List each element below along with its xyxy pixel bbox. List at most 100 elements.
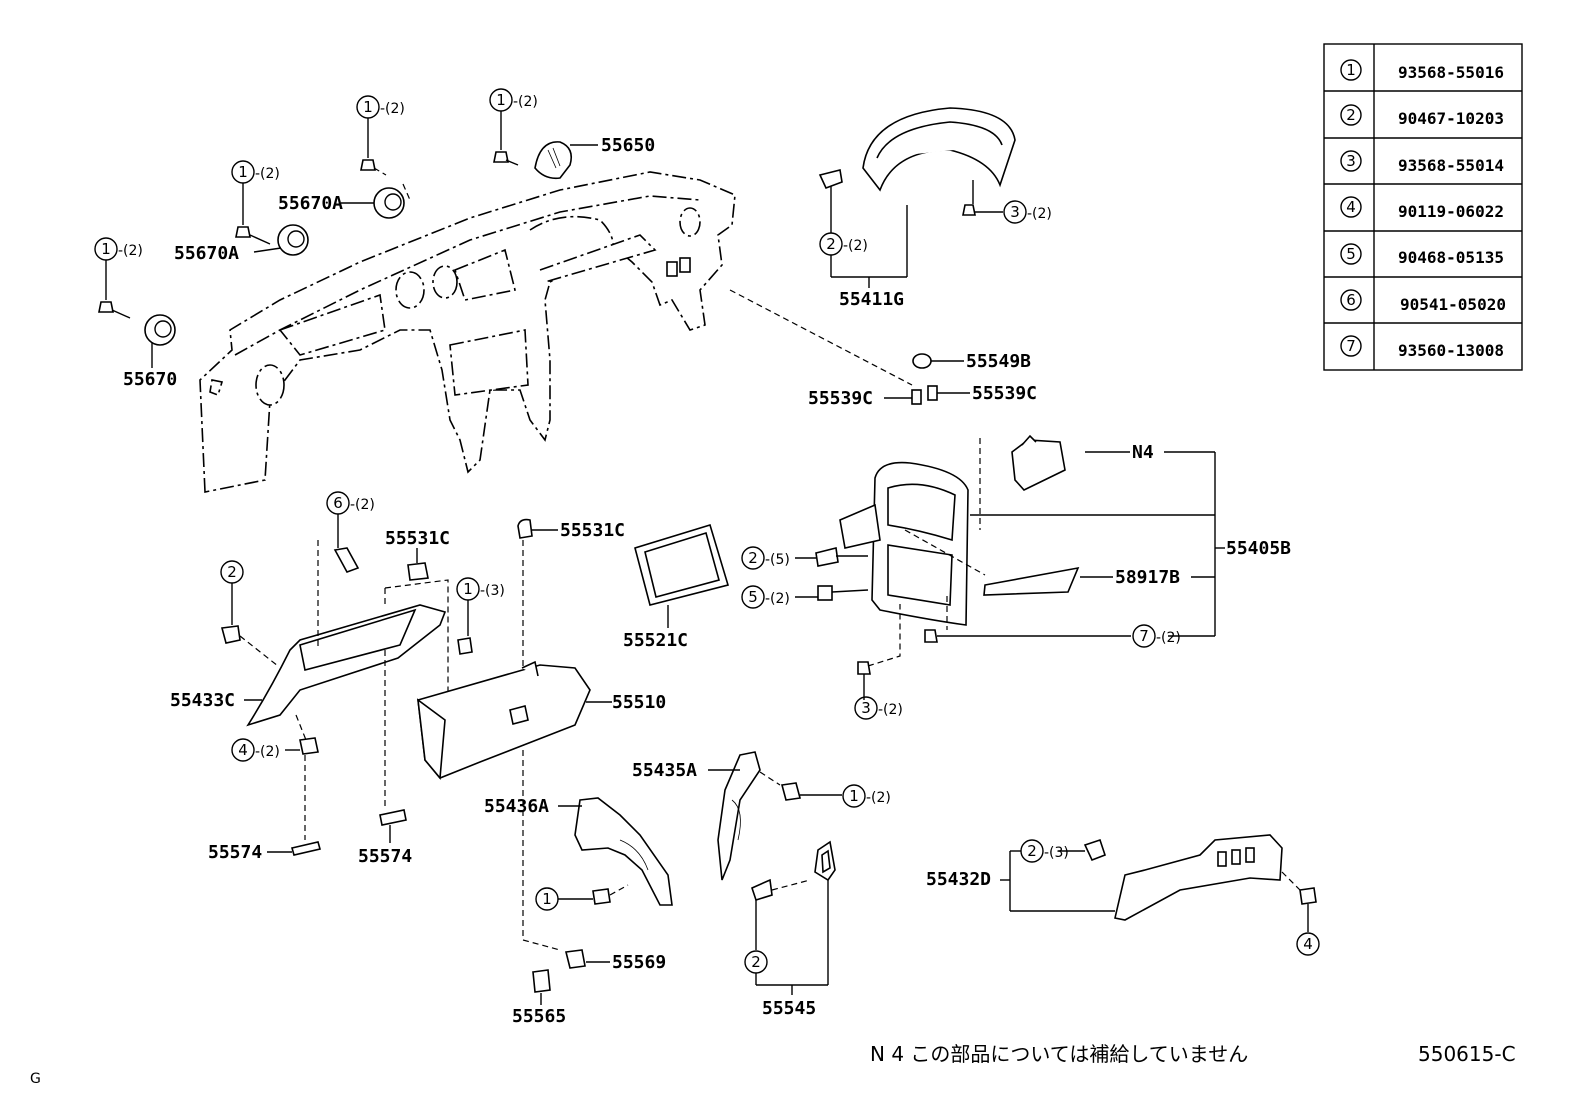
clips-55569-55565: 55569 55565 [512,949,666,1027]
qty-label: -(2) [843,238,868,254]
label-55574: 55574 [358,846,412,867]
trim-55435A: 55435A 1 -(2) [632,751,891,881]
table-row: 3 93568-55014 [1340,150,1504,175]
label-55436A: 55436A [484,796,549,817]
table-ref-number: 6 [1346,291,1356,309]
table-row: 2 90467-10203 [1340,104,1504,128]
label-55531C: 55531C [560,520,625,541]
cluster-hood-55411G: 3 -(2) 2 -(2) 55411G [818,107,1052,310]
vent-55670A-upper: 55670A 1 -(2) [278,95,411,219]
corner-mark: G [30,1071,41,1087]
qty-label: -(2) [350,497,375,513]
callout-4: 4 [238,741,248,759]
pin-55574: 55574 55574 [208,650,412,867]
label-55405B: 55405B [1226,538,1291,559]
qty-label: -(2) [878,702,903,718]
callout-1: 1 [101,240,111,258]
vent-55670: 55670 1 -(2) [94,237,177,390]
label-55549B: 55549B [966,351,1031,372]
label-55574: 55574 [208,842,262,863]
callout-1: 1 [238,163,248,181]
table-ref-number: 4 [1346,198,1356,216]
label-55432D: 55432D [926,869,991,890]
reference-table: 1 93568-55016 2 90467-10203 3 93568-5501… [1323,43,1523,371]
callout-1: 1 [542,890,552,908]
label-55411G: 55411G [839,289,904,310]
callout-6: 6 [333,494,343,512]
diagram-code: 550615-C [1418,1042,1516,1066]
qty-label: -(2) [1156,630,1181,646]
callout-5: 5 [748,588,758,606]
qty-label: -(3) [480,583,505,599]
label-55539C: 55539C [972,383,1037,404]
table-part-number: 90541-05020 [1400,295,1506,314]
table-part-number: 90119-06022 [1398,202,1504,221]
vent-55670A-lower: 55670A 1 -(2) [174,160,309,264]
callout-2: 2 [1027,842,1037,860]
label-55670: 55670 [123,369,177,390]
qty-label: -(2) [255,166,280,182]
vent-55650: 55650 1 -(2) [489,88,655,180]
callout-2: 2 [227,563,237,581]
label-N4: N4 [1132,442,1154,463]
label-55569: 55569 [612,952,666,973]
table-part-number: 93560-13008 [1398,341,1504,360]
callout-3: 3 [861,699,871,717]
label-55510: 55510 [612,692,666,713]
label-55539C: 55539C [808,388,873,409]
qty-label: -(2) [513,94,538,110]
callout-1: 1 [463,580,473,598]
callout-3: 3 [1010,203,1020,221]
callout-7: 7 [1139,627,1149,645]
glove-box-55510: 55510 [416,660,666,781]
hook-55545: 2 55545 [744,840,836,1019]
table-part-number: 90467-10203 [1398,109,1504,128]
callout-4: 4 [1303,935,1313,953]
table-ref-number: 5 [1346,245,1356,263]
switch-plugs: 55549B 55539C 55539C [808,351,1037,409]
callout-2: 2 [748,549,758,567]
table-ref-number: 2 [1346,106,1356,124]
label-55435A: 55435A [632,760,697,781]
callout-1: 1 [363,98,373,116]
trim-55432D: 2 -(3) 55432D 4 [926,834,1320,956]
trim-55436A: 55436A 1 [484,796,673,911]
callout-1: 1 [496,91,506,109]
clip-55531C: 55531C 55531C [385,518,625,581]
table-row: 6 90541-05020 [1340,289,1506,314]
qty-label: -(2) [380,101,405,117]
label-55531C: 55531C [385,528,450,549]
label-55521C: 55521C [623,630,688,651]
label-55433C: 55433C [170,690,235,711]
table-ref-number: 3 [1346,152,1356,170]
table-part-number: 93568-55016 [1398,63,1504,82]
callout-2: 2 [751,953,761,971]
trim-55521C: 55521C [623,523,730,651]
label-55670A: 55670A [174,243,239,264]
qty-label: -(5) [765,552,790,568]
label-55545: 55545 [762,998,816,1019]
qty-label: -(2) [866,790,891,806]
label-55650: 55650 [601,135,655,156]
table-ref-number: 1 [1346,61,1356,79]
qty-label: -(2) [765,591,790,607]
qty-label: -(2) [1027,206,1052,222]
qty-label: -(2) [118,243,143,259]
instrument-panel-drawing [199,171,736,493]
label-55565: 55565 [512,1006,566,1027]
table-row: 1 93568-55016 [1340,59,1504,82]
center-cluster-55405B: 2 -(5) 5 -(2) 7 -(2) 3 -(2) N4 58917B 55… [741,434,1291,720]
footer-note: N 4 この部品については補給していません [870,1042,1248,1066]
label-58917B: 58917B [1115,567,1180,588]
table-row: 4 90119-06022 [1340,196,1504,221]
table-row: 5 90468-05135 [1340,243,1504,267]
callout-2: 2 [826,235,836,253]
table-row: 7 93560-13008 [1340,335,1504,360]
table-ref-number: 7 [1346,337,1356,355]
table-part-number: 93568-55014 [1398,156,1504,175]
qty-label: -(3) [1044,845,1069,861]
callout-1: 1 [849,787,859,805]
label-55670A: 55670A [278,193,343,214]
qty-label: -(2) [255,744,280,760]
